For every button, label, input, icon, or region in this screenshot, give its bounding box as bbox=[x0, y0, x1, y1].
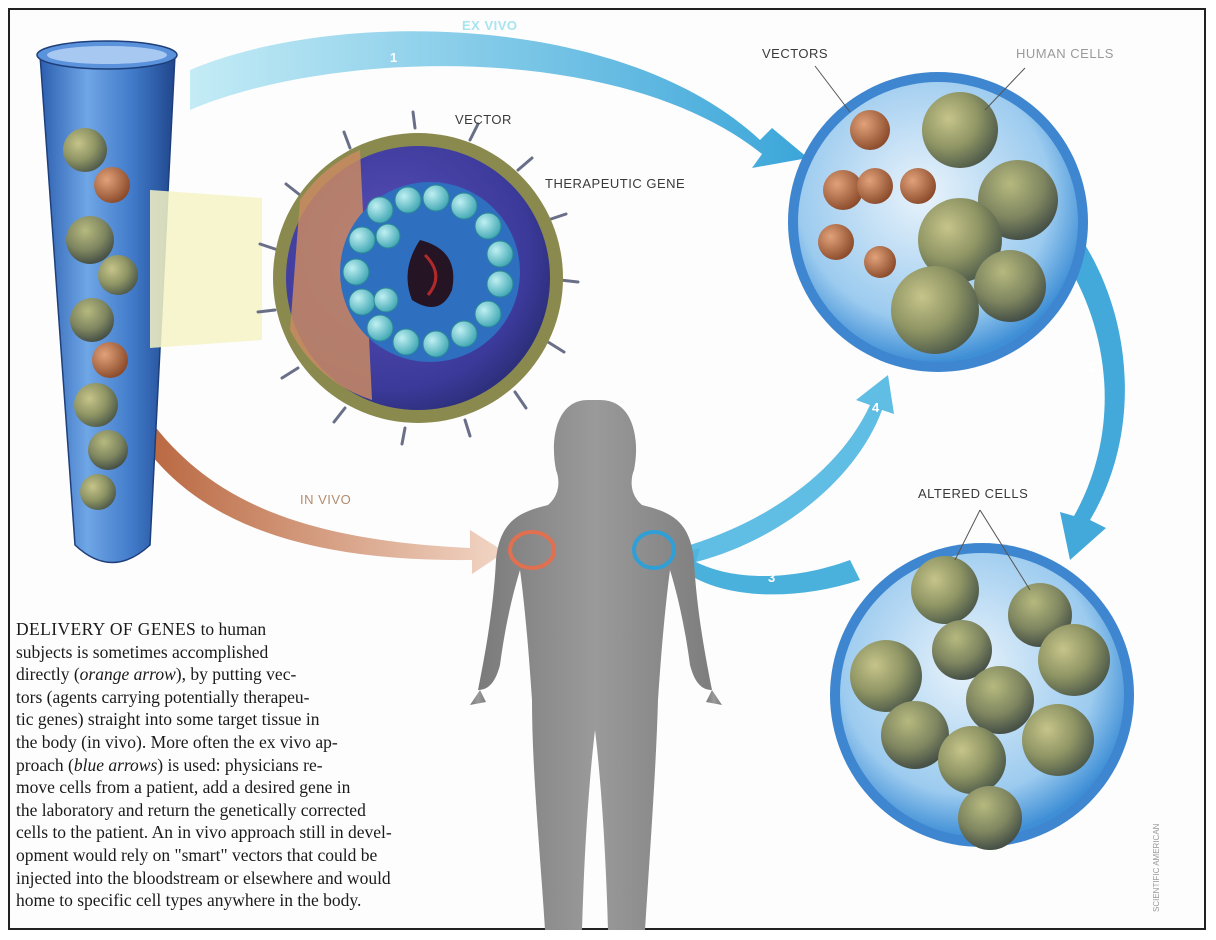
zoom-beam bbox=[150, 190, 262, 348]
label-ex-vivo: EX VIVO bbox=[462, 18, 518, 33]
label-human-cells: HUMAN CELLS bbox=[1016, 46, 1114, 61]
caption-line: move cells from a patient, add a desired… bbox=[16, 776, 521, 799]
petri-dish-icon bbox=[788, 72, 1088, 372]
caption-line: proach (blue arrows) is used: physicians… bbox=[16, 754, 521, 777]
caption-line: the body (in vivo). More often the ex vi… bbox=[16, 731, 521, 754]
label-vectors: VECTORS bbox=[762, 46, 828, 61]
petri-dish-icon bbox=[830, 543, 1134, 850]
caption-emphasis: blue arrows bbox=[74, 755, 157, 775]
caption-line: subjects is sometimes accomplished bbox=[16, 641, 521, 664]
caption-emphasis: orange arrow bbox=[80, 664, 176, 684]
caption-line: tors (agents carrying potentially therap… bbox=[16, 686, 521, 709]
caption-line: opment would rely on "smart" vectors tha… bbox=[16, 844, 521, 867]
caption-text: proach ( bbox=[16, 755, 74, 775]
caption-text: directly ( bbox=[16, 664, 80, 684]
caption-line: home to specific cell types anywhere in … bbox=[16, 889, 521, 912]
caption-text: to human bbox=[196, 619, 266, 639]
ex-vivo-arrow-4 bbox=[690, 375, 894, 562]
caption-line: directly (orange arrow), by putting vec- bbox=[16, 663, 521, 686]
credit-text: SCIENTIFIC AMERICAN bbox=[1152, 824, 1161, 912]
step-number-4: 4 bbox=[872, 400, 879, 415]
viral-vector-icon bbox=[258, 112, 578, 444]
label-in-vivo: IN VIVO bbox=[300, 492, 351, 507]
ex-vivo-arrow-1 bbox=[190, 31, 808, 168]
caption-text: ), by putting vec- bbox=[176, 664, 297, 684]
step-number-3: 3 bbox=[768, 570, 775, 585]
caption-line: injected into the bloodstream or elsewhe… bbox=[16, 867, 521, 890]
caption-line: cells to the patient. An in vivo approac… bbox=[16, 821, 521, 844]
step-number-1: 1 bbox=[390, 50, 397, 65]
caption-line: DELIVERY OF GENES to human bbox=[16, 618, 521, 641]
step-number-2: 2 bbox=[1088, 360, 1095, 375]
caption-text: ) is used: physicians re- bbox=[157, 755, 322, 775]
label-altered-cells: ALTERED CELLS bbox=[918, 486, 1028, 501]
label-vector: VECTOR bbox=[455, 112, 512, 127]
caption-line: tic genes) straight into some target tis… bbox=[16, 708, 521, 731]
figure-caption: DELIVERY OF GENES to human subjects is s… bbox=[16, 618, 521, 912]
caption-lead: DELIVERY OF GENES bbox=[16, 619, 196, 639]
vectors-pointer bbox=[815, 66, 850, 112]
caption-line: the laboratory and return the geneticall… bbox=[16, 799, 521, 822]
label-therapeutic-gene: THERAPEUTIC GENE bbox=[545, 176, 685, 191]
